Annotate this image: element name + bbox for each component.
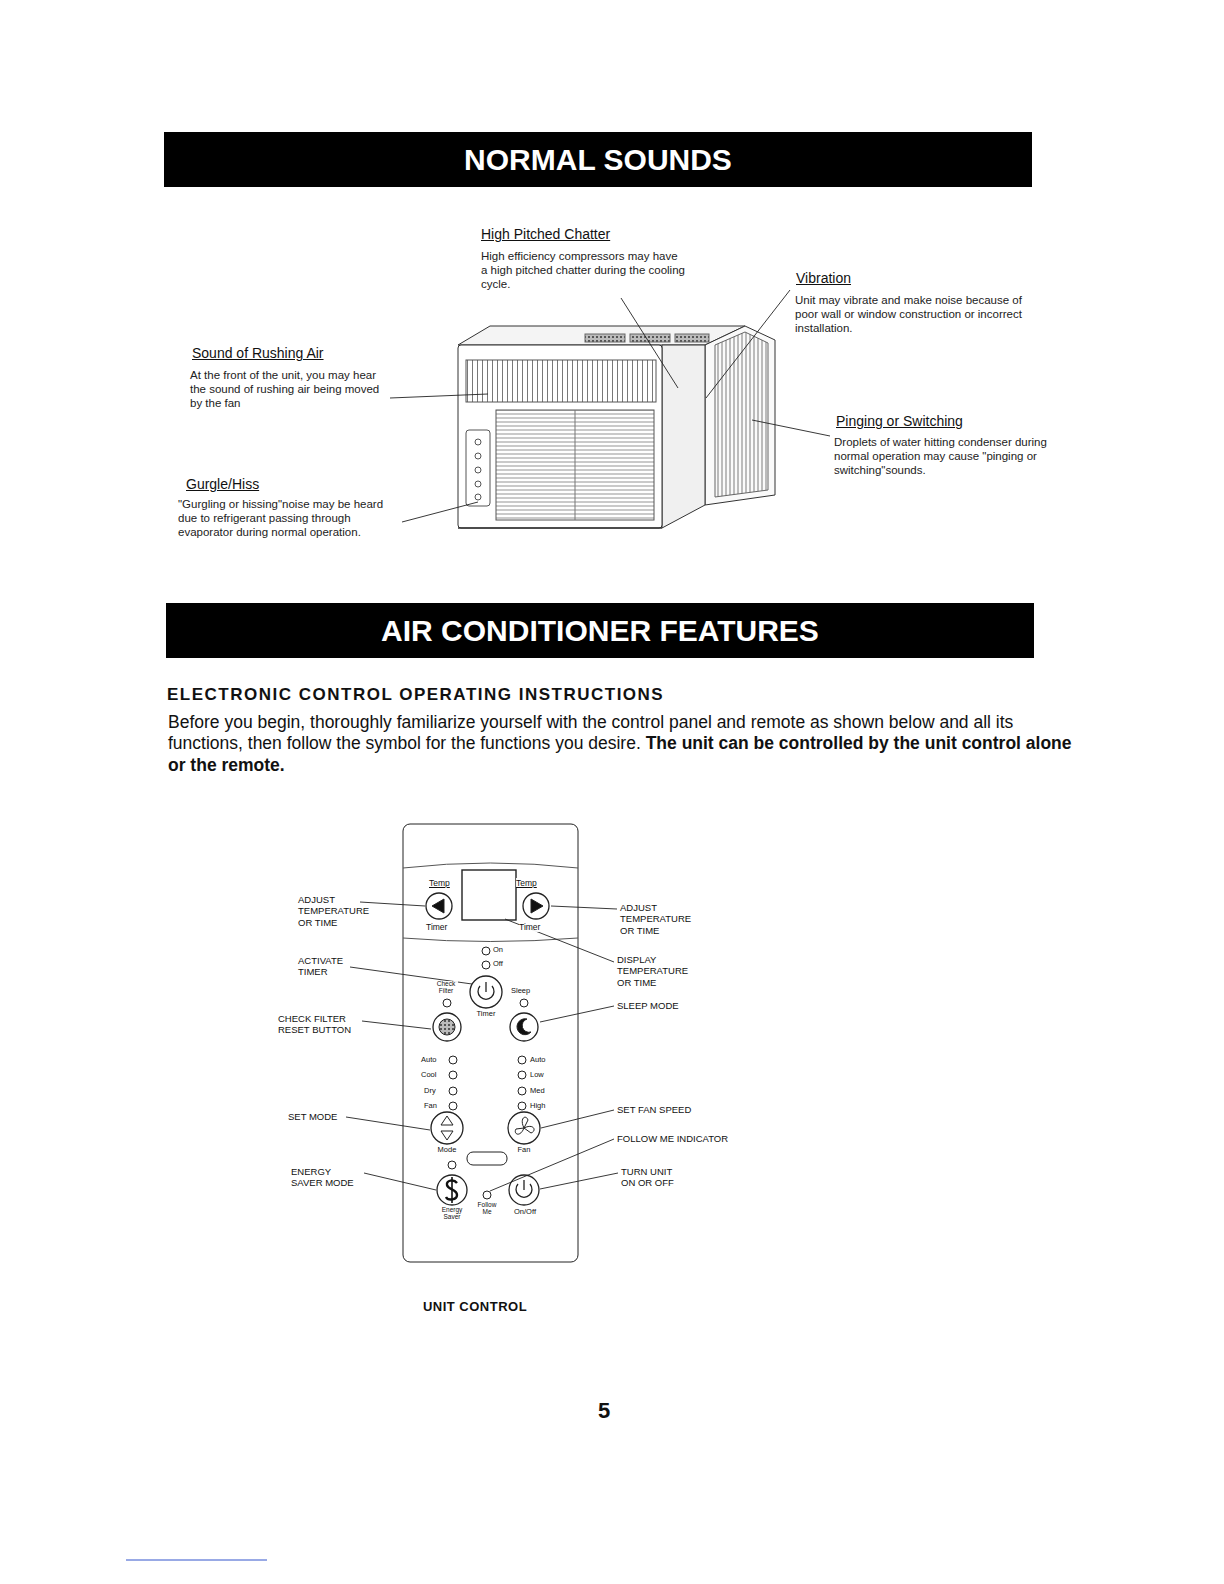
mode-label: Fan (424, 1101, 450, 1110)
air-conditioner (458, 326, 775, 528)
button-label: Temp (429, 878, 455, 888)
front-grille (496, 410, 654, 520)
cabinet-top (458, 326, 745, 345)
indicator-label: Check Filter (434, 981, 458, 995)
indicator-label: On (493, 945, 513, 954)
callout-text: Unit may vibrate and make noise because … (795, 294, 1040, 335)
button-label: Timer (519, 922, 547, 932)
control-panel (403, 824, 578, 1262)
front-panel (458, 345, 662, 528)
callout-heading: Gurgle/Hiss (186, 476, 346, 493)
panel-outline (403, 824, 578, 1262)
fan-speed-label: Auto (530, 1055, 556, 1064)
indicator-label: Follow Me (476, 1202, 498, 1216)
fan-speed-label: Low (530, 1070, 556, 1079)
callout-label: SET FAN SPEED (617, 1104, 717, 1115)
indicator-label: Sleep (511, 986, 537, 995)
fan-speed-label: High (530, 1101, 556, 1110)
page-rule (126, 1560, 267, 1561)
page-number: 5 (590, 1398, 618, 1424)
section-subheading: ELECTRONIC CONTROL OPERATING INSTRUCTION… (167, 685, 867, 705)
callout-label: FOLLOW ME INDICATOR (617, 1133, 757, 1144)
callout-text: "Gurgling or hissing"noise may be heard … (178, 498, 393, 539)
callout-text: High efficiency compressors may have a h… (481, 250, 686, 291)
button-label: On/Off (510, 1207, 540, 1216)
section-banner: AIR CONDITIONER FEATURES (166, 603, 1034, 658)
banner-title: NORMAL SOUNDS (464, 143, 732, 177)
figure-caption: UNIT CONTROL (400, 1299, 550, 1315)
mode-label: Auto (421, 1055, 447, 1064)
control-strip (466, 430, 490, 506)
callout-heading: High Pitched Chatter (481, 226, 691, 243)
top-vent (585, 334, 625, 342)
mode-label: Cool (421, 1070, 447, 1079)
side-fins (715, 332, 768, 497)
callout-label: SLEEP MODE (617, 1000, 697, 1011)
callout-heading: Sound of Rushing Air (192, 345, 402, 362)
callout-heading: Pinging or Switching (836, 413, 1046, 430)
section-banner: NORMAL SOUNDS (164, 132, 1032, 187)
callout-label: ENERGY SAVER MODE (291, 1166, 357, 1189)
callout-label: DISPLAY TEMPERATURE OR TIME (617, 954, 697, 988)
air-louvers (466, 360, 656, 402)
indicator-label: Off (493, 959, 513, 968)
callout-label: TURN UNIT ON OR OFF (621, 1166, 687, 1189)
callout-label: ADJUST TEMPERATURE OR TIME (620, 902, 700, 936)
display-window (462, 870, 516, 920)
button-label: Energy Saver (437, 1207, 467, 1221)
button-label: Timer (473, 1009, 499, 1018)
leader-lines (390, 290, 830, 522)
paragraph: Before you begin, thoroughly familiarize… (168, 712, 1073, 776)
callout-label: ACTIVATE TIMER (298, 955, 354, 978)
callout-label: ADJUST TEMPERATURE OR TIME (298, 894, 378, 928)
button-label: Timer (426, 922, 454, 932)
callout-label: CHECK FILTER RESET BUTTON (278, 1013, 362, 1036)
callout-text: At the front of the unit, you may hear t… (190, 369, 390, 410)
callout-text: Droplets of water hitting condenser duri… (834, 436, 1074, 477)
button-label: Fan (512, 1145, 536, 1154)
banner-title: AIR CONDITIONER FEATURES (381, 614, 819, 648)
cabinet-side (705, 326, 775, 505)
callout-heading: Vibration (796, 270, 916, 287)
button-label: Mode (435, 1145, 459, 1154)
mode-label: Dry (424, 1086, 450, 1095)
button-label: Temp (516, 878, 542, 888)
callout-label: SET MODE (288, 1111, 348, 1122)
top-vent (630, 334, 670, 342)
leader-lines (346, 902, 618, 1191)
fan-speed-label: Med (530, 1086, 556, 1095)
top-vent (675, 334, 709, 342)
